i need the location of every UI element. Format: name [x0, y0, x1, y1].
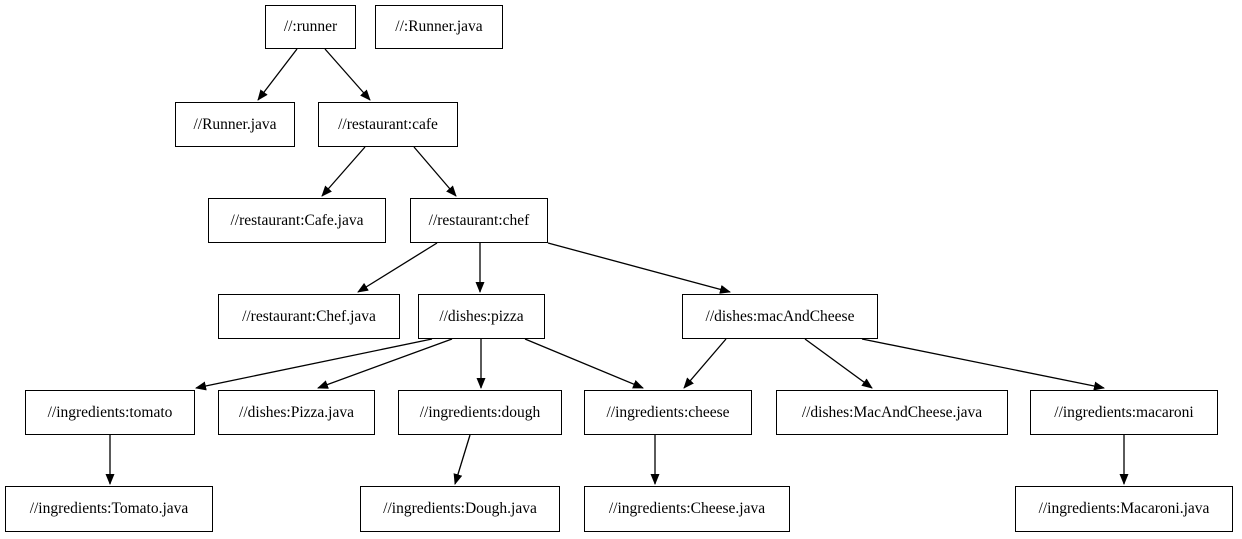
graph-node-label: //Runner.java: [193, 115, 277, 133]
graph-node-label: //dishes:pizza: [439, 307, 524, 325]
graph-node-label: //ingredients:Tomato.java: [29, 500, 189, 518]
graph-node-label: //ingredients:Cheese.java: [608, 500, 766, 518]
graph-node-label: //:Runner.java: [395, 18, 483, 36]
graph-node-cafe_java[interactable]: //restaurant:Cafe.java: [208, 198, 386, 243]
graph-node-pizza[interactable]: //dishes:pizza: [418, 294, 545, 339]
graph-node-macaroni[interactable]: //ingredients:macaroni: [1030, 390, 1218, 435]
graph-node-label: //ingredients:tomato: [47, 403, 173, 421]
graph-node-label: //dishes:macAndCheese: [705, 307, 855, 325]
graph-node-label: //ingredients:cheese: [606, 403, 730, 421]
graph-node-label: //restaurant:chef: [428, 211, 530, 229]
graph-node-macandcheese_java[interactable]: //dishes:MacAndCheese.java: [776, 390, 1008, 435]
graph-node-root_runner_java[interactable]: //:Runner.java: [375, 5, 503, 49]
graph-node-label: //restaurant:Cafe.java: [230, 211, 364, 229]
graph-node-label: //dishes:Pizza.java: [239, 403, 354, 421]
graph-node-cheese_java[interactable]: //ingredients:Cheese.java: [584, 486, 790, 532]
graph-node-dough_java[interactable]: //ingredients:Dough.java: [360, 486, 560, 532]
graph-node-chef[interactable]: //restaurant:chef: [410, 198, 548, 243]
graph-node-runner[interactable]: //:runner: [265, 5, 356, 49]
graph-node-tomato[interactable]: //ingredients:tomato: [25, 390, 195, 435]
graph-node-dough[interactable]: //ingredients:dough: [398, 390, 562, 435]
graph-node-label: //dishes:MacAndCheese.java: [801, 403, 983, 421]
graph-node-tomato_java[interactable]: //ingredients:Tomato.java: [5, 486, 213, 532]
graph-node-chef_java[interactable]: //restaurant:Chef.java: [218, 294, 400, 339]
graph-node-macaroni_java[interactable]: //ingredients:Macaroni.java: [1015, 486, 1233, 532]
graph-node-macandcheese[interactable]: //dishes:macAndCheese: [682, 294, 878, 339]
graph-node-label: //ingredients:macaroni: [1054, 403, 1194, 421]
graph-node-cheese[interactable]: //ingredients:cheese: [584, 390, 752, 435]
graph-node-label: //ingredients:Macaroni.java: [1038, 500, 1210, 518]
graph-node-label: //restaurant:cafe: [338, 115, 438, 133]
graph-node-label: //ingredients:Dough.java: [383, 500, 537, 518]
graph-node-label: //ingredients:dough: [419, 403, 541, 421]
graph-node-runner_java[interactable]: //Runner.java: [175, 102, 295, 147]
graph-node-pizza_java[interactable]: //dishes:Pizza.java: [218, 390, 375, 435]
graph-node-cafe[interactable]: //restaurant:cafe: [318, 102, 458, 147]
graph-node-label: //:runner: [283, 18, 338, 36]
graph-node-label: //restaurant:Chef.java: [242, 307, 376, 325]
